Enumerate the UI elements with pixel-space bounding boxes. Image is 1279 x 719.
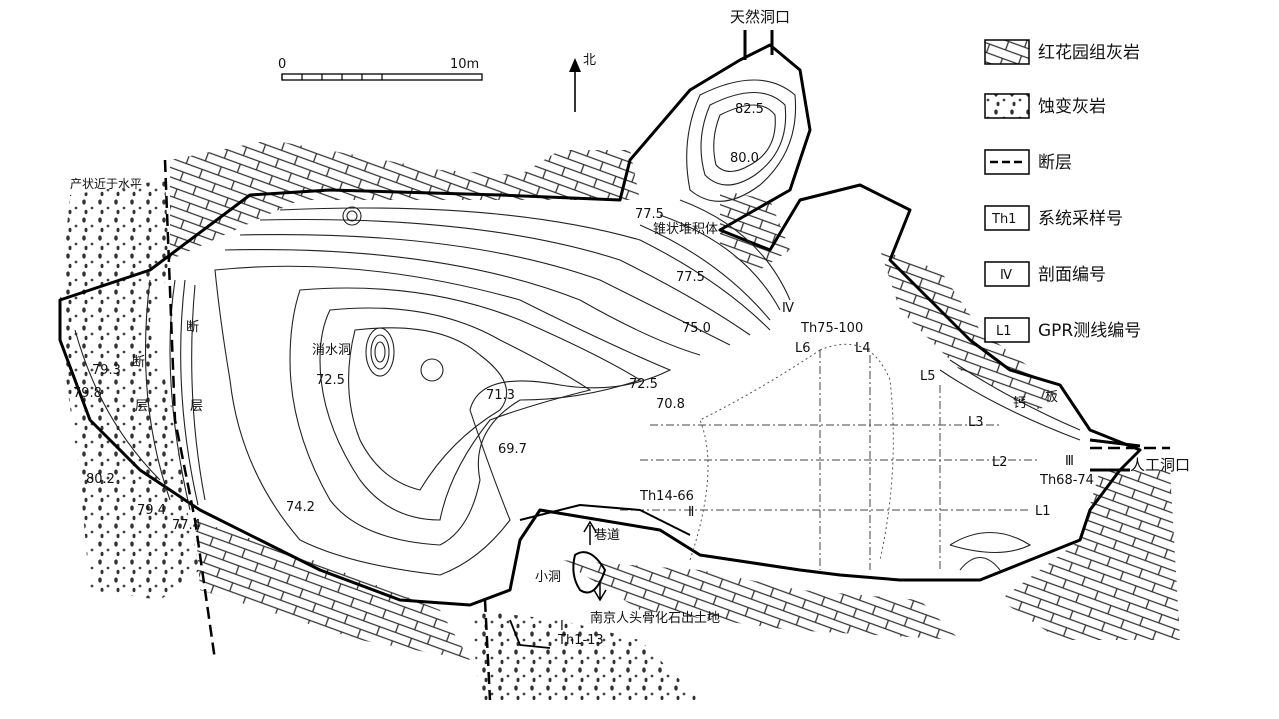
north-arrow: 北 bbox=[569, 53, 596, 112]
sample-label: Th75-100 bbox=[800, 321, 863, 336]
section-label: Ⅲ bbox=[1065, 454, 1074, 469]
natural-entrance-channel bbox=[743, 30, 774, 60]
elevation-label: 70.8 bbox=[656, 397, 685, 412]
small-cave-label: 小洞 bbox=[535, 570, 561, 585]
cave-outline bbox=[58, 43, 1142, 607]
legend-label: 蚀变灰岩 bbox=[1038, 97, 1106, 117]
place-labels: 天然洞口 人工洞口 产状近于水平 锥状堆积体 消水洞 巷道 小洞 南京人头骨化石… bbox=[70, 8, 1190, 626]
legend-label: 系统采样号 bbox=[1038, 209, 1123, 229]
scale-end: 10m bbox=[450, 57, 479, 72]
legend: 红花园组灰岩 蚀变灰岩 断层 Th1 系统采样号 Ⅳ 剖面编号 L1 GPR测线… bbox=[984, 39, 1141, 343]
elevation-label: 69.7 bbox=[498, 442, 527, 457]
legend-item-gpr: L1 GPR测线编号 bbox=[984, 317, 1141, 343]
gpr-label: L2 bbox=[992, 455, 1008, 470]
elevation-label: 75.0 bbox=[682, 321, 711, 336]
elevation-label: 72.5 bbox=[629, 377, 658, 392]
legend-symbol: Ⅳ bbox=[1000, 268, 1012, 283]
elevation-label: 82.5 bbox=[735, 102, 764, 117]
elevation-label: 80.2 bbox=[86, 472, 115, 487]
slab-label-1: 钙 bbox=[1013, 396, 1026, 411]
legend-label: GPR测线编号 bbox=[1038, 321, 1141, 341]
elevation-label: 77.5 bbox=[676, 270, 705, 285]
elevation-label: 72.5 bbox=[316, 373, 345, 388]
gpr-label: L5 bbox=[920, 369, 936, 384]
gpr-label: L3 bbox=[968, 415, 984, 430]
gpr-label: L4 bbox=[855, 341, 871, 356]
natural-entrance-label: 天然洞口 bbox=[730, 8, 790, 26]
legend-label: 剖面编号 bbox=[1038, 265, 1106, 285]
elevation-label: 80.0 bbox=[730, 151, 759, 166]
scale-start: 0 bbox=[278, 57, 286, 72]
elevation-label: 79.4 bbox=[137, 503, 166, 518]
elevation-label: 71.3 bbox=[486, 388, 515, 403]
legend-item-limestone: 红花园组灰岩 bbox=[984, 39, 1140, 65]
elevation-label: 77.5 bbox=[635, 207, 664, 222]
legend-symbol: Th1 bbox=[991, 212, 1016, 227]
north-label: 北 bbox=[583, 53, 596, 68]
artificial-entrance-channel bbox=[1089, 438, 1141, 472]
fossil-site-label: 南京人头骨化石出土地 bbox=[590, 610, 720, 626]
scale-bar: 0 10m bbox=[278, 57, 483, 81]
corridor-label: 巷道 bbox=[594, 528, 620, 543]
sample-label: Th1-13 bbox=[557, 633, 604, 648]
gpr-labels: L6 L4 L5 L3 L2 L1 bbox=[795, 341, 1051, 519]
gpr-label: L6 bbox=[795, 341, 811, 356]
section-label: Ⅰ bbox=[560, 619, 564, 634]
slab-label-2: 板 bbox=[1045, 390, 1058, 405]
legend-item-fault: 断层 bbox=[984, 149, 1072, 175]
fault-label-left-1: 断 bbox=[132, 355, 145, 370]
faults bbox=[163, 159, 1170, 701]
elevation-label: 79.8 bbox=[73, 386, 102, 401]
artificial-entrance-label: 人工洞口 bbox=[1130, 456, 1190, 474]
sample-label: Th14-66 bbox=[639, 489, 694, 504]
bedding-label: 产状近于水平 bbox=[70, 177, 142, 191]
sinkhole-label: 消水洞 bbox=[312, 343, 351, 358]
corridor-features bbox=[509, 504, 691, 649]
contour-lines bbox=[74, 79, 1081, 576]
legend-label: 红花园组灰岩 bbox=[1038, 43, 1140, 63]
section-label: Ⅳ bbox=[782, 301, 794, 316]
section-label: Ⅱ bbox=[688, 505, 694, 520]
legend-item-section: Ⅳ 剖面编号 bbox=[984, 261, 1106, 287]
elevation-label: 79.3 bbox=[92, 363, 121, 378]
elevation-label: 77.4 bbox=[172, 518, 201, 533]
gpr-lines bbox=[620, 350, 1040, 570]
gpr-label: L1 bbox=[1035, 504, 1051, 519]
section-labels: Ⅳ Ⅱ Ⅲ Ⅰ bbox=[560, 301, 1074, 634]
fault-label-right-1: 断 bbox=[186, 320, 199, 335]
sample-labels: Th75-100 Th14-66 Th68-74 Th1-13 bbox=[557, 321, 1094, 648]
altered-limestone bbox=[60, 180, 700, 700]
legend-item-altered: 蚀变灰岩 bbox=[984, 93, 1106, 119]
legend-item-sample: Th1 系统采样号 bbox=[984, 205, 1123, 231]
cone-label: 锥状堆积体 bbox=[653, 222, 718, 237]
elevation-labels: 82.5 80.0 77.5 77.5 75.0 72.5 72.5 71.3 … bbox=[73, 102, 764, 533]
fault-label-left-2: 层 bbox=[135, 399, 148, 414]
sample-label: Th68-74 bbox=[1039, 473, 1094, 488]
legend-symbol: L1 bbox=[996, 324, 1012, 339]
fault-label-right-2: 层 bbox=[190, 399, 203, 414]
elevation-label: 74.2 bbox=[286, 500, 315, 515]
legend-label: 断层 bbox=[1038, 153, 1072, 173]
